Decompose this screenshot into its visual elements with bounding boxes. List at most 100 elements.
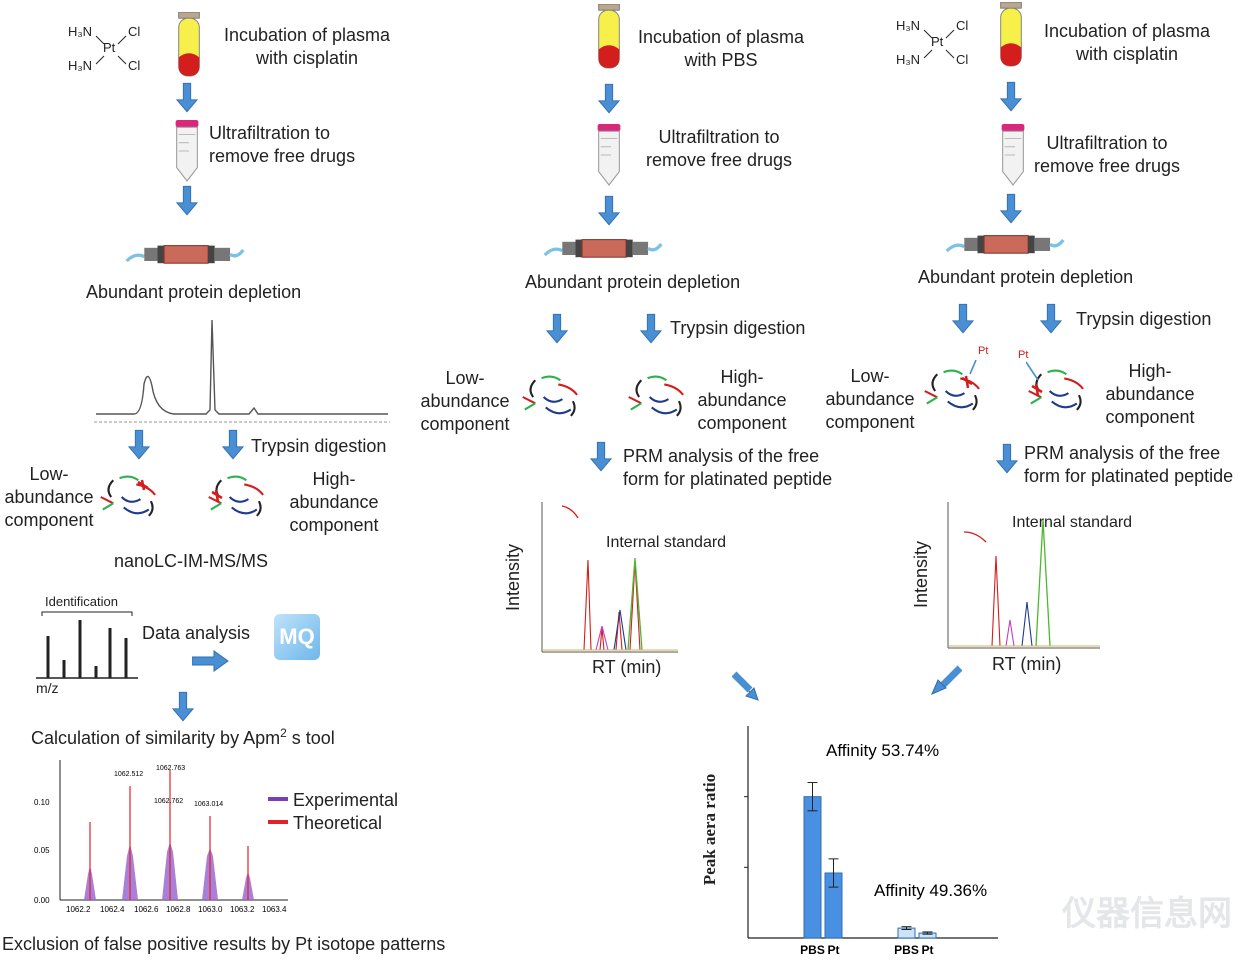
- watermark-text: 仪器信息网: [1062, 895, 1232, 933]
- text-part: Calculation of similarity by Apm: [31, 728, 281, 748]
- text-line: with cisplatin: [255, 48, 359, 68]
- cl-label: Cl: [128, 24, 141, 39]
- middle-incubation-text: Incubation of plasma with PBS: [626, 26, 816, 72]
- legend-theoretical: Theoretical: [293, 813, 383, 833]
- down-arrow-icon: [1040, 302, 1062, 336]
- text-line: High-: [312, 469, 356, 489]
- text-line: Incubation of plasma: [637, 27, 805, 47]
- text-line: Low-: [29, 464, 69, 484]
- identification-label: Identification: [45, 594, 118, 609]
- text-line: PRM analysis of the free: [623, 446, 820, 466]
- right-high-abundance-text: High- abundance component: [1098, 360, 1202, 429]
- bar-chart-ylabel: Peak aera ratio: [700, 773, 720, 886]
- left-ultrafiltration-text: Ultrafiltration to remove free drugs: [209, 122, 355, 168]
- left-trypsin-text: Trypsin digestion: [251, 436, 387, 456]
- ultrafilter-tube-icon: [596, 124, 622, 186]
- peptide-fragments-icon: [520, 374, 584, 420]
- text-line: Ultrafiltration to: [209, 123, 331, 143]
- text-line: component: [289, 515, 379, 535]
- h3n-label: H₃N: [896, 18, 921, 33]
- x-tick-label: PBS: [800, 943, 825, 957]
- cl-label: Cl: [128, 58, 141, 73]
- peptide-fragments-icon: [206, 474, 270, 520]
- xtick-label: 1063.2: [230, 905, 255, 914]
- text-line: abundance: [1105, 384, 1195, 404]
- down-arrow-icon: [640, 312, 662, 346]
- ms-spectrum-icon: [36, 611, 138, 679]
- text-line: form for platinated peptide: [623, 469, 833, 489]
- right-ylabel: Intensity: [911, 540, 932, 609]
- down-arrow-icon: [128, 428, 150, 462]
- right-prm-text: PRM analysis of the free form for platin…: [1024, 442, 1233, 488]
- middle-internal-standard-label: Internal standard: [606, 534, 727, 551]
- down-arrow-icon: [996, 442, 1018, 476]
- depletion-column-icon: [120, 228, 250, 272]
- right-internal-standard-label: Internal standard: [1012, 514, 1133, 531]
- plasma-tube-icon: [998, 2, 1024, 68]
- ultrafilter-tube-icon: [174, 120, 200, 182]
- data-analysis-text: Data analysis: [142, 623, 251, 643]
- middle-xlabel: RT (min): [592, 657, 662, 677]
- legend-experimental: Experimental: [293, 790, 399, 810]
- right-low-abundance-text: Low- abundance component: [818, 365, 922, 434]
- text-line: with cisplatin: [1075, 44, 1179, 64]
- right-ultrafiltration-text: Ultrafiltration to remove free drugs: [1022, 132, 1192, 178]
- peak-label: 1062.512: [114, 771, 143, 778]
- xtick-label: 1063.4: [262, 905, 287, 914]
- text-line: with PBS: [684, 50, 758, 70]
- text-line: abundance: [697, 390, 787, 410]
- affinity-annotation: Affinity 53.74%: [826, 741, 939, 760]
- h3n-label: H₃N: [68, 24, 93, 39]
- left-incubation-text: Incubation of plasma with cisplatin: [212, 24, 402, 70]
- pt-tag-label: Pt: [1018, 349, 1029, 361]
- right-depletion-text: Abundant protein depletion: [918, 267, 1134, 287]
- cisplatin-structure-right: H₃N H₃N Pt Cl Cl: [896, 16, 976, 72]
- ytick-label: 0.05: [34, 846, 50, 855]
- middle-depletion-text: Abundant protein depletion: [525, 272, 741, 292]
- text-line: abundance: [420, 391, 510, 411]
- right-incubation-text: Incubation of plasma with cisplatin: [1032, 20, 1222, 66]
- right-xlabel: RT (min): [992, 654, 1062, 674]
- text-line: remove free drugs: [645, 150, 793, 170]
- text-line: Low-: [445, 368, 485, 388]
- xtick-label: 1062.2: [66, 905, 91, 914]
- text-line: component: [697, 413, 787, 433]
- text-line: High-: [1128, 361, 1172, 381]
- text-line: abundance: [4, 487, 94, 507]
- pt-label: Pt: [931, 34, 944, 49]
- h3n-label: H₃N: [68, 58, 93, 73]
- text-line: Ultrafiltration to: [658, 127, 780, 147]
- text-line: component: [420, 414, 510, 434]
- isotope-pattern-chart: 0.00 0.05 0.10 1062.2 1062.4 1062.6 1062…: [34, 760, 288, 914]
- legend-swatch-experimental: [268, 797, 288, 801]
- ytick-label: 0.10: [34, 798, 50, 807]
- cl-label: Cl: [956, 52, 969, 67]
- down-arrow-icon: [176, 184, 198, 218]
- right-arrow-icon: [192, 650, 229, 672]
- maxquant-logo: MQ: [274, 614, 320, 660]
- text-line: Ultrafiltration to: [1046, 133, 1168, 153]
- peptide-fragments-icon: [626, 374, 690, 420]
- x-tick-label: Pt: [922, 943, 934, 957]
- left-depletion-text: Abundant protein depletion: [86, 282, 302, 302]
- text-part: s tool: [286, 728, 335, 748]
- left-low-abundance-text: Low- abundance component: [0, 463, 98, 532]
- superscript: 2: [280, 726, 287, 740]
- cisplatin-structure-left: H₃N H₃N Pt Cl Cl: [68, 22, 148, 78]
- down-arrow-icon: [546, 312, 568, 346]
- bar: [803, 796, 822, 939]
- peak-label: 1062.762: [154, 798, 183, 805]
- down-arrow-icon: [590, 440, 612, 474]
- plasma-tube-icon: [596, 4, 622, 70]
- text-line: PRM analysis of the free: [1024, 443, 1221, 463]
- x-tick-label: Pt: [828, 943, 840, 957]
- text-line: High-: [720, 367, 764, 387]
- down-arrow-icon: [1000, 80, 1022, 114]
- xtick-label: 1062.6: [134, 905, 159, 914]
- platinated-peptide-icon: [922, 360, 986, 414]
- middle-trypsin-text: Trypsin digestion: [670, 318, 806, 338]
- down-arrow-icon: [952, 302, 974, 336]
- pt-label: Pt: [103, 40, 116, 55]
- peak-label: 1063.014: [194, 801, 223, 808]
